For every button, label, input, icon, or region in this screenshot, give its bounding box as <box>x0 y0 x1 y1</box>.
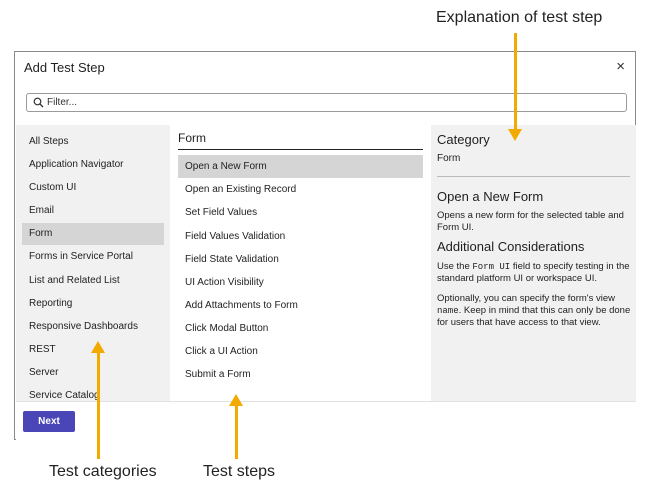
category-item[interactable]: Responsive Dashboards <box>29 321 138 332</box>
steps-arrow-shaft <box>235 406 238 459</box>
inline-code: Form UI <box>472 262 511 272</box>
step-item[interactable]: Add Attachments to Form <box>185 300 298 311</box>
category-value: Form <box>437 153 461 164</box>
category-item[interactable]: All Steps <box>29 136 69 147</box>
category-item[interactable]: Custom UI <box>29 182 77 193</box>
annotation-explanation-label: Explanation of test step <box>436 9 603 26</box>
explanation-arrow-head <box>508 129 522 141</box>
step-item[interactable]: Submit a Form <box>185 369 251 380</box>
step-item[interactable]: UI Action Visibility <box>185 277 264 288</box>
categories-arrow-shaft <box>97 353 100 459</box>
annotation-steps-label: Test steps <box>203 463 276 480</box>
paragraph-text: field to specify testing in the standard… <box>437 261 630 284</box>
step-description: Opens a new form for the selected table … <box>437 210 624 233</box>
step-item[interactable]: Click a UI Action <box>185 346 258 357</box>
category-item[interactable]: List and Related List <box>29 275 120 286</box>
filter-field[interactable] <box>26 93 627 112</box>
steps-panel: Form Open a New Form Open an Existing Re… <box>170 125 431 401</box>
consideration-paragraph: Use the Form UI field to specify testing… <box>437 261 632 285</box>
step-item[interactable]: Field State Validation <box>185 254 279 265</box>
category-item[interactable]: Reporting <box>29 298 73 309</box>
dialog-title: Add Test Step <box>24 60 105 75</box>
step-title: Open a New Form <box>437 189 544 204</box>
explanation-divider <box>437 176 630 177</box>
step-item[interactable]: Open an Existing Record <box>185 184 297 195</box>
add-test-step-dialog: Add Test Step × All Steps Application Na… <box>14 51 636 440</box>
category-item[interactable]: Service Catalog <box>29 390 100 401</box>
additional-considerations-heading: Additional Considerations <box>437 239 585 254</box>
paragraph-text: . Keep in mind that this can only be don… <box>437 305 631 328</box>
category-heading: Category <box>437 132 490 147</box>
filter-input[interactable] <box>47 95 607 110</box>
step-item[interactable]: Click Modal Button <box>185 323 269 334</box>
search-icon <box>33 97 44 108</box>
category-item-selected[interactable]: Form <box>22 223 164 245</box>
explanation-arrow-shaft <box>514 33 517 129</box>
categories-arrow-head <box>91 341 105 353</box>
close-icon[interactable]: × <box>616 58 625 75</box>
step-item[interactable]: Field Values Validation <box>185 231 286 242</box>
category-item[interactable]: Application Navigator <box>29 159 124 170</box>
step-item-selected[interactable]: Open a New Form <box>178 155 423 178</box>
next-button[interactable]: Next <box>23 411 75 432</box>
paragraph-text: Optionally, you can specify the form's v… <box>437 293 615 304</box>
consideration-paragraph: Optionally, you can specify the form's v… <box>437 293 632 329</box>
steps-divider <box>178 149 423 150</box>
explanation-panel: Category Form Open a New Form Opens a ne… <box>431 125 636 401</box>
inline-code: name <box>437 306 459 316</box>
annotation-categories-label: Test categories <box>49 463 157 480</box>
category-item[interactable]: Email <box>29 205 55 216</box>
dialog-footer: Next <box>16 401 636 440</box>
steps-arrow-head <box>229 394 243 406</box>
step-item[interactable]: Set Field Values <box>185 207 258 218</box>
steps-header: Form <box>178 131 206 145</box>
paragraph-text: Use the <box>437 261 473 272</box>
category-item[interactable]: Server <box>29 367 59 378</box>
category-item[interactable]: Forms in Service Portal <box>29 251 133 262</box>
category-item[interactable]: REST <box>29 344 56 355</box>
categories-panel: All Steps Application Navigator Custom U… <box>16 125 170 401</box>
